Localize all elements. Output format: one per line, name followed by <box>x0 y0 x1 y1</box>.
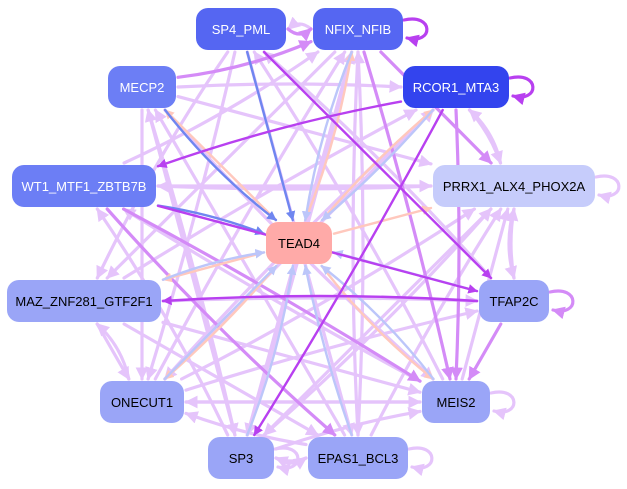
node-sp4-pml[interactable]: SP4_PML <box>196 8 286 50</box>
node-box <box>100 381 184 423</box>
edge-nfix_nfib-to-epas1_bcl3 <box>351 50 364 437</box>
node-label: MEIS2 <box>436 395 475 410</box>
node-mecp2[interactable]: MECP2 <box>108 66 176 108</box>
node-box <box>108 66 176 108</box>
node-box <box>208 437 274 479</box>
nodes-layer: SP4_PML NFIX_NFIB RCOR1_MTA3 MECP2WT1_MTF1_… <box>7 8 595 479</box>
self-loop-epas1_bcl3 <box>407 446 434 477</box>
node-label: PRRX1_ALX4_PHOX2A <box>443 179 586 194</box>
edge-sp4_pml-to-tead4 <box>246 50 296 222</box>
edge-tead4-to-onecut1 <box>163 264 278 381</box>
edge-meis2-to-tead4 <box>320 264 435 381</box>
node-label: MAZ_ZNF281_GTF2F1 <box>15 294 152 309</box>
edge-maz_znf281_gtf2f1-to-onecut1 <box>95 322 131 381</box>
node-maz-znf281-gtf2f1[interactable]: MAZ_ZNF281_GTF2F1 <box>7 280 161 322</box>
edge-prrx1_alx4_phox2a-to-sp3 <box>262 207 493 437</box>
self-loop-rcor1_mta3 <box>508 75 535 106</box>
self-loop-sp3 <box>273 446 300 477</box>
self-loop-nfix_nfib <box>402 17 429 48</box>
edge-epas1_bcl3-to-sp3 <box>274 456 308 469</box>
edge-nfix_nfib-to-sp4_pml <box>286 16 313 31</box>
node-nfix-nfib[interactable]: NFIX_NFIB <box>313 8 403 50</box>
node-box <box>403 66 509 108</box>
node-label: NFIX_NFIB <box>325 22 391 37</box>
node-epas1-bcl3[interactable]: EPAS1_BCL3 <box>308 437 408 479</box>
edge-prrx1_alx4_phox2a-to-wt1_mtf1_zbtb7b <box>156 180 433 193</box>
self-loop-meis2 <box>489 390 516 421</box>
node-box <box>196 8 286 50</box>
edge-tfap2c-to-maz_znf281_gtf2f1 <box>161 294 479 306</box>
edge-wt1_mtf1_zbtb7b-to-meis2 <box>122 207 422 383</box>
node-label: ONECUT1 <box>111 395 173 410</box>
edge-sp3-to-prrx1_alx4_phox2a <box>262 207 493 437</box>
node-label: EPAS1_BCL3 <box>318 451 399 466</box>
edge-tfap2c-to-meis2 <box>467 322 503 381</box>
self-loops-layer <box>273 17 621 477</box>
edge-onecut1-to-tfap2c <box>184 307 479 392</box>
node-box <box>313 8 403 50</box>
edge-sp4_pml-to-tfap2c <box>262 50 493 280</box>
edge-wt1_mtf1_zbtb7b-to-tead4 <box>156 204 266 236</box>
edge-nfix_nfib-to-tead4 <box>301 50 353 222</box>
edge-onecut1-to-prrx1_alx4_phox2a <box>180 207 476 381</box>
edge-maz_znf281_gtf2f1-to-epas1_bcl3 <box>122 322 320 437</box>
node-onecut1[interactable]: ONECUT1 <box>100 381 184 423</box>
edge-tead4-to-mecp2 <box>163 108 278 222</box>
node-label: WT1_MTF1_ZBTB7B <box>22 179 147 194</box>
self-loop-tfap2c <box>548 289 575 320</box>
node-label: SP3 <box>229 451 254 466</box>
node-wt1-mtf1-zbtb7b[interactable]: WT1_MTF1_ZBTB7B <box>12 165 156 207</box>
edge-prrx1_alx4_phox2a-to-tfap2c <box>504 207 517 280</box>
edge-epas1_bcl3-to-tead4 <box>302 264 353 437</box>
node-sp3[interactable]: SP3 <box>208 437 274 479</box>
edge-onecut1-to-maz_znf281_gtf2f1 <box>95 322 131 381</box>
node-label: RCOR1_MTA3 <box>413 80 499 95</box>
edge-rcor1_mta3-to-wt1_mtf1_zbtb7b <box>156 100 403 168</box>
node-label: TFAP2C <box>489 294 538 309</box>
node-box <box>12 165 156 207</box>
edge-sp4_pml-to-nfix_nfib <box>286 27 313 42</box>
edge-rcor1_mta3-to-sp3 <box>253 108 444 437</box>
node-label: TEAD4 <box>278 236 320 251</box>
edge-mecp2-to-tead4 <box>163 108 278 222</box>
node-box <box>266 222 332 264</box>
edge-prrx1_alx4_phox2a-to-rcor1_mta3 <box>467 108 503 165</box>
edge-mecp2-to-rcor1_mta3 <box>176 79 403 93</box>
node-meis2[interactable]: MEIS2 <box>422 381 490 423</box>
edge-onecut1-to-nfix_nfib <box>153 50 347 381</box>
node-box <box>479 280 549 322</box>
node-box <box>433 165 595 207</box>
edge-rcor1_mta3-to-meis2 <box>450 108 463 381</box>
node-prrx1-alx4-phox2a[interactable]: PRRX1_ALX4_PHOX2A <box>433 165 595 207</box>
node-box <box>7 280 161 322</box>
edge-onecut1-to-tead4 <box>163 264 278 381</box>
edge-epas1_bcl3-to-mecp2 <box>153 108 347 437</box>
node-label: MECP2 <box>120 80 165 95</box>
edge-sp3-to-tead4 <box>246 264 297 437</box>
edge-epas1_bcl3-to-nfix_nfib <box>352 50 365 437</box>
edge-mecp2-to-nfix_nfib <box>176 40 313 79</box>
node-box <box>308 437 408 479</box>
node-box <box>422 381 490 423</box>
edge-tead4-to-meis2 <box>320 264 435 381</box>
node-label: SP4_PML <box>212 22 271 37</box>
edge-maz_znf281_gtf2f1-to-rcor1_mta3 <box>122 108 418 280</box>
node-tead4[interactable]: TEAD4 <box>266 222 332 264</box>
edge-maz_znf281_gtf2f1-to-tead4 <box>161 248 266 281</box>
self-loop-prrx1_alx4_phox2a <box>594 174 621 205</box>
node-rcor1-mta3[interactable]: RCOR1_MTA3 <box>403 66 509 108</box>
edge-tead4-to-nfix_nfib <box>304 50 356 222</box>
node-tfap2c[interactable]: TFAP2C <box>479 280 549 322</box>
edge-wt1_mtf1_zbtb7b-to-nfix_nfib <box>122 50 320 165</box>
